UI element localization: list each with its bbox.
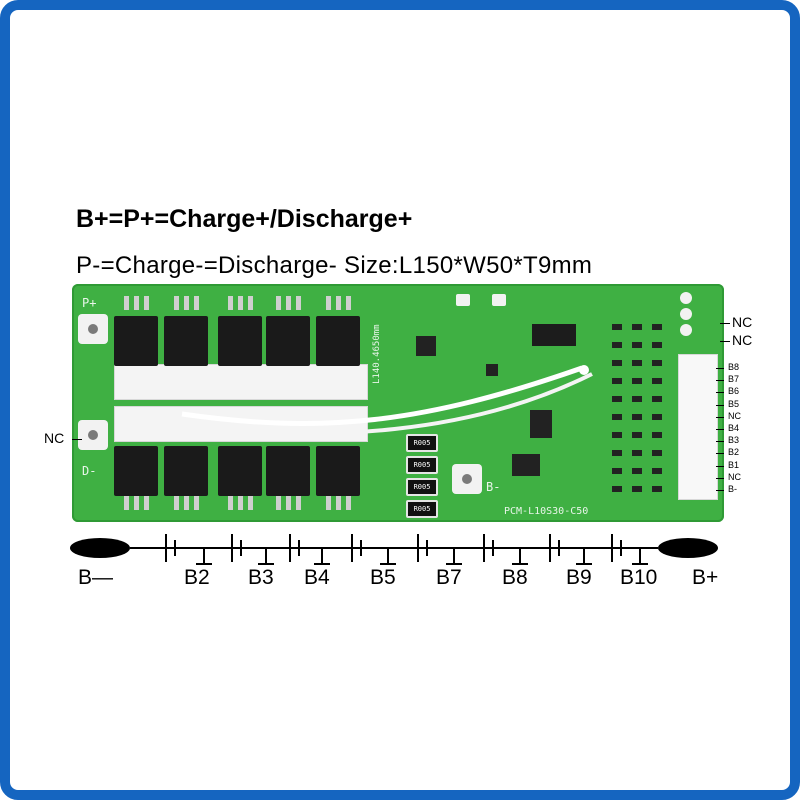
pin-tick [716, 453, 724, 455]
switch-pad [492, 294, 506, 306]
p-plus-pad [78, 314, 108, 344]
shunt-resistor: R005 [406, 456, 438, 474]
mosfet [164, 446, 208, 496]
pin-label: B2 [728, 447, 740, 458]
pin-tick [716, 477, 724, 479]
pin-tick [716, 392, 724, 394]
mosfet [218, 446, 262, 496]
pin-tick [716, 416, 724, 418]
pin-label: B6 [728, 386, 740, 397]
schematic-tap-label: B3 [248, 566, 274, 589]
mosfet [114, 316, 158, 366]
mosfet [266, 316, 310, 366]
pin-label: B8 [728, 362, 740, 372]
ic-chip [530, 410, 552, 438]
ic-chip [486, 364, 498, 376]
schematic-left-terminal: B— [78, 566, 114, 589]
pin-tick [716, 368, 724, 369]
heading-line-2: P-=Charge-=Discharge- Size:L150*W50*T9mm [76, 252, 593, 279]
pin-label: B3 [728, 435, 740, 446]
mosfet [266, 446, 310, 496]
shunt-resistor: R005 [406, 478, 438, 496]
pin-tick [716, 490, 724, 491]
shunt-resistor: R005 [406, 500, 438, 518]
pin-label: NC [728, 410, 741, 421]
pin-tick [716, 404, 724, 406]
schematic-tap-label: B2 [184, 566, 210, 589]
b-minus-pad [452, 464, 482, 494]
switch-pad [456, 294, 470, 306]
schematic-right-terminal: B+ [692, 566, 719, 589]
balance-connector [678, 354, 718, 500]
wire-harness [181, 365, 593, 436]
pin-label: B4 [728, 423, 740, 433]
schematic-tap-label: B10 [620, 566, 658, 589]
silk-d-minus: D- [82, 464, 97, 478]
pin-tick [716, 441, 724, 443]
pin-tick [716, 380, 724, 382]
pin-tick [716, 429, 724, 430]
schematic-tap-label: B4 [304, 566, 330, 589]
pin-label: NC [728, 471, 741, 482]
mosfet [316, 316, 360, 366]
pin-label: B1 [728, 459, 740, 470]
battery-schematic [70, 534, 718, 565]
pcb-board: P+ D- L140.4650mm [72, 284, 724, 522]
mosfet [164, 316, 208, 366]
heading-line-1: B+=P+=Charge+/Discharge+ [76, 205, 413, 233]
p-minus-pad [78, 420, 108, 450]
mosfet [316, 446, 360, 496]
pin-tick [716, 465, 724, 467]
schematic-tap-label: B7 [436, 566, 462, 589]
silk-p-plus: P+ [82, 296, 97, 310]
mosfet [114, 446, 158, 496]
silk-b-minus: B- [486, 480, 501, 494]
schematic-tap-label: B8 [502, 566, 528, 589]
board-model: PCM-L10S30-C50 [504, 506, 589, 517]
pin-label: B5 [728, 398, 740, 409]
schematic-tap-label: B5 [370, 566, 396, 589]
ic-chip [512, 454, 540, 476]
schematic-tap-label: B9 [566, 566, 592, 589]
nc-label-right-1: NC [732, 314, 753, 330]
nc-label-right-2: NC [732, 332, 753, 348]
pin-label: B- [728, 484, 737, 494]
nc-label-left: NC [44, 430, 65, 446]
ic-chip [532, 324, 576, 346]
mosfet [218, 316, 262, 366]
ic-chip [416, 336, 436, 356]
pin-label: B7 [728, 374, 740, 385]
shunt-resistor: R005 [406, 434, 438, 452]
